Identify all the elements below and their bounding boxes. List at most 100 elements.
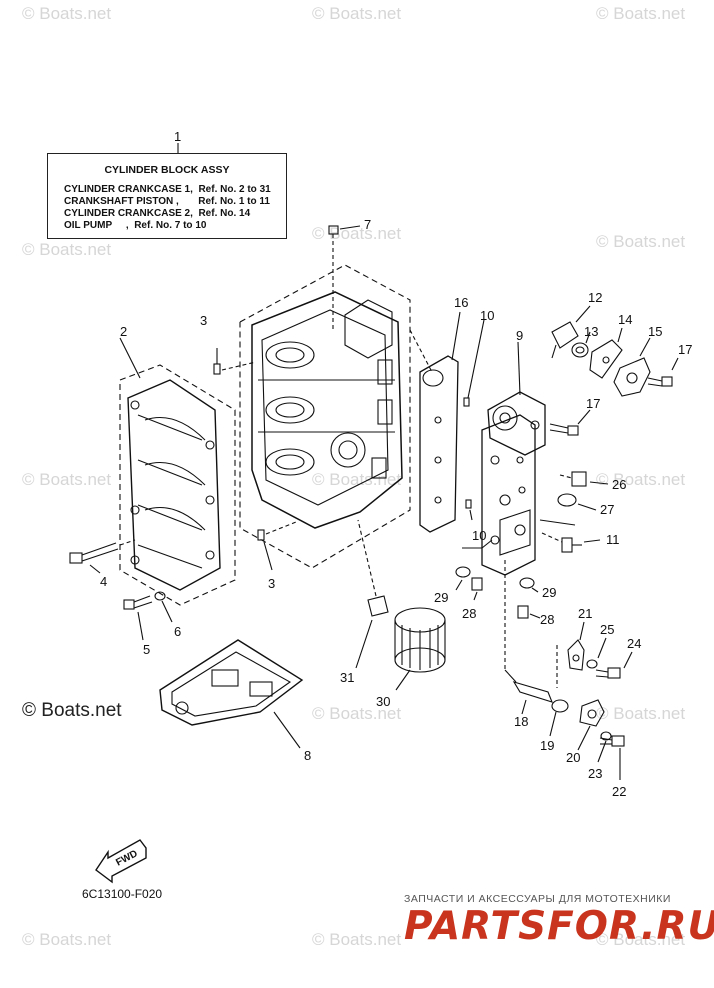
callout-number: 25: [600, 622, 614, 637]
callout-number: 9: [516, 328, 523, 343]
callout-number: 1: [174, 129, 181, 144]
brand-logo: PARTSFOR.RU: [404, 904, 714, 949]
oil-pump-cover: [487, 391, 546, 456]
gasket: [159, 639, 304, 726]
callout-number: 10: [480, 308, 494, 323]
promo-text: ЗАПЧАСТИ И АКСЕССУАРЫ ДЛЯ МОТОТЕХНИКИ: [404, 893, 671, 905]
bracket: [556, 639, 585, 688]
callout-number: 29: [542, 585, 556, 600]
bolt: [599, 735, 625, 747]
callout-number: 12: [588, 290, 602, 305]
dowel-pin: [213, 363, 221, 375]
diagram-code: 6C13100-F020: [82, 887, 163, 901]
watermark: © Boats.net: [312, 930, 402, 949]
washer: [600, 731, 612, 741]
callout-number: 28: [462, 606, 476, 621]
watermark: © Boats.net: [22, 240, 112, 259]
callout-number: 21: [578, 606, 592, 621]
callout-number: 3: [268, 576, 275, 591]
info-box-line: CRANKSHAFT PISTON , Ref. No. 1 to 11: [64, 196, 270, 207]
callout-number: 16: [454, 295, 468, 310]
dowel-pin: [257, 529, 265, 541]
callout-number: 2: [120, 324, 127, 339]
watermark: © Boats.net: [22, 930, 112, 949]
watermark: © Boats.net: [22, 470, 112, 489]
washer: [519, 577, 535, 589]
bolt: [69, 539, 136, 564]
callout-number: 22: [612, 784, 626, 799]
washer: [455, 566, 471, 578]
info-box-line: CYLINDER CRANKCASE 1, Ref. No. 2 to 31: [64, 184, 271, 195]
watermark: © Boats.net: [312, 224, 402, 243]
watermark: © Boats.net: [312, 704, 402, 723]
gasket: [589, 339, 623, 379]
o-ring: [557, 493, 577, 507]
callout-number: 18: [514, 714, 528, 729]
pin: [465, 499, 472, 509]
gasket-plate: [419, 355, 459, 533]
callout-number: 4: [100, 574, 107, 589]
watermark-main: © Boats.net: [22, 700, 122, 721]
oil-pipe: [504, 560, 553, 703]
watermark: © Boats.net: [596, 4, 686, 23]
callout-number: 28: [540, 612, 554, 627]
callout-number: 31: [340, 670, 354, 685]
oil-filter: [394, 607, 446, 673]
assembly-dashed-outline: [239, 264, 411, 569]
fitting: [357, 519, 389, 617]
washer: [586, 659, 598, 669]
callout-number: 7: [364, 217, 371, 232]
oil-pump-housing: [481, 414, 536, 576]
crankcase: [127, 379, 221, 591]
watermark: © Boats.net: [596, 470, 686, 489]
callout-number: 20: [566, 750, 580, 765]
callout-number: 15: [648, 324, 662, 339]
callout-number: 10: [472, 528, 486, 543]
fwd-arrow-icon: FWD: [95, 839, 147, 884]
bolt: [123, 595, 153, 610]
callout-number: 14: [618, 312, 632, 327]
info-box-line: CYLINDER CRANKCASE 2, Ref. No. 14: [64, 208, 251, 219]
cover: [613, 357, 651, 397]
callout-number: 17: [586, 396, 600, 411]
fitting: [541, 532, 582, 553]
o-ring: [571, 342, 589, 358]
callout-number: 27: [600, 502, 614, 517]
bolt: [595, 667, 621, 679]
bolt: [549, 423, 579, 436]
cylinder-block: [251, 291, 403, 529]
bolt: [328, 225, 339, 330]
callout-number: 17: [678, 342, 692, 357]
plug: [471, 577, 483, 591]
watermark: © Boats.net: [596, 930, 686, 949]
watermark: © Boats.net: [596, 704, 686, 723]
callout-number: 30: [376, 694, 390, 709]
info-box-title: CYLINDER BLOCK ASSY: [104, 164, 230, 176]
callout-number: 24: [627, 636, 641, 651]
assembly-info-box: CYLINDER BLOCK ASSY CYLINDER CRANKCASE 1…: [47, 153, 287, 239]
callout-number: 8: [304, 748, 311, 763]
callout-number: 19: [540, 738, 554, 753]
watermark: © Boats.net: [596, 232, 686, 251]
union: [551, 321, 579, 359]
pin: [463, 397, 470, 407]
callout-number: 23: [588, 766, 602, 781]
washer: [154, 591, 166, 601]
fitting: [579, 699, 605, 727]
plug: [517, 605, 529, 619]
crankcase-dashed-outline: [119, 364, 236, 606]
bolt: [647, 376, 673, 387]
o-ring: [551, 699, 569, 713]
callout-number: 26: [612, 477, 626, 492]
callout-number: 29: [434, 590, 448, 605]
callout-number: 13: [584, 324, 598, 339]
callout-number: 6: [174, 624, 181, 639]
info-box-line: OIL PUMP , Ref. No. 7 to 10: [64, 220, 207, 231]
callout-number: 5: [143, 642, 150, 657]
watermark: © Boats.net: [22, 4, 112, 23]
plug: [559, 471, 587, 487]
callout-number: 3: [200, 313, 207, 328]
